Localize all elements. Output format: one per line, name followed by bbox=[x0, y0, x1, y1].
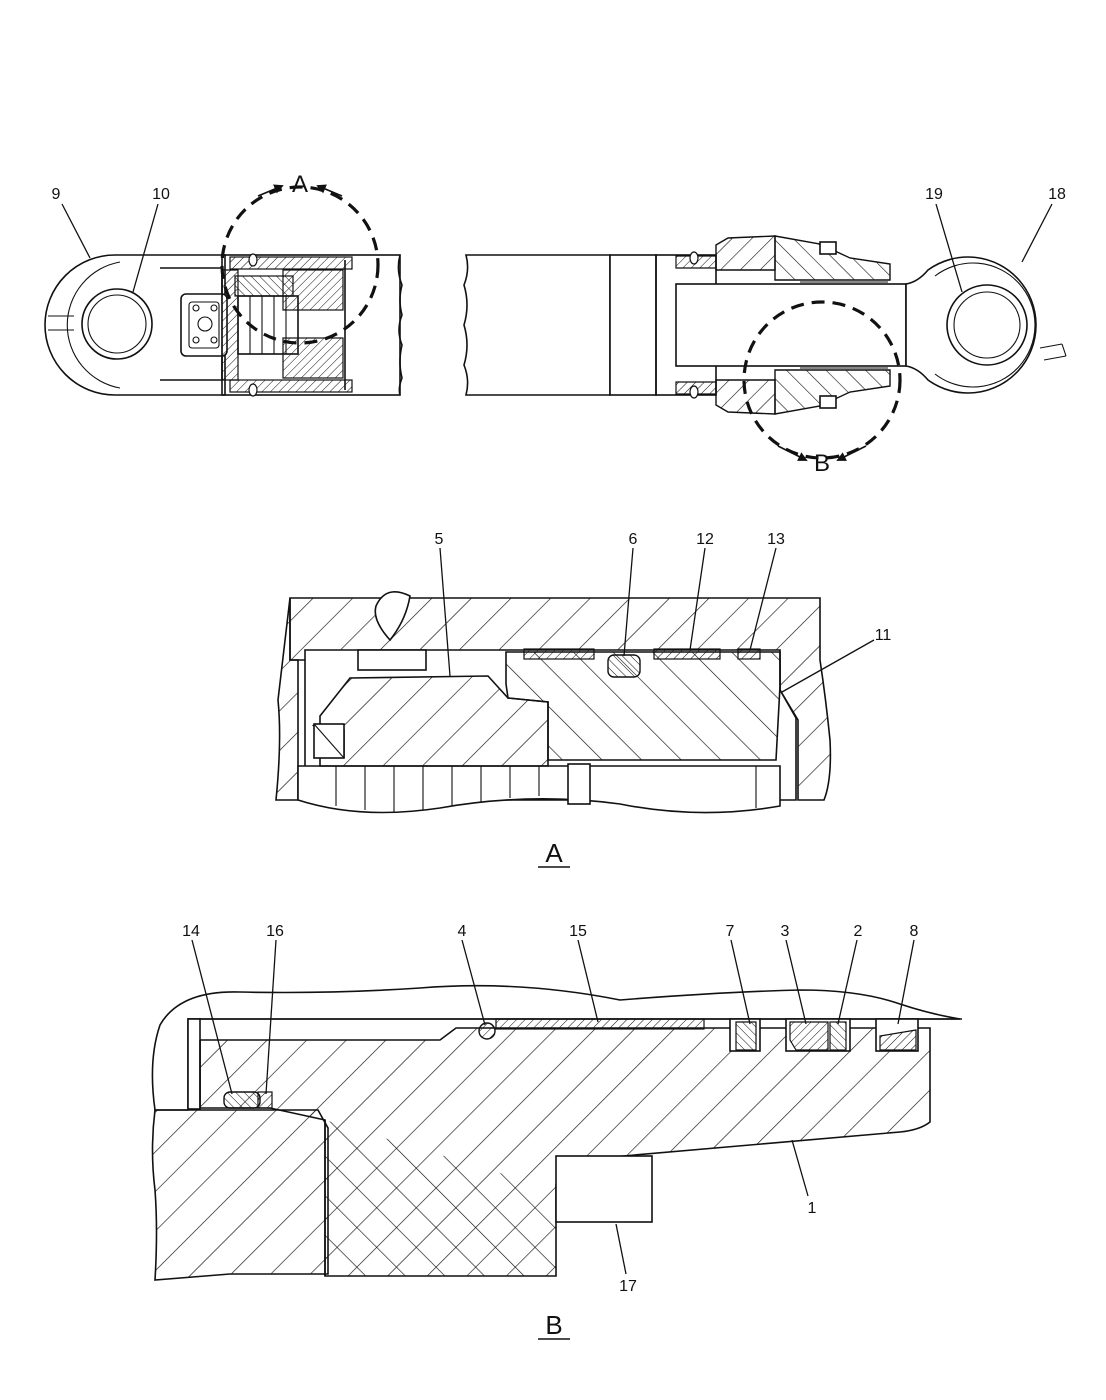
callout-13: 13 bbox=[767, 531, 785, 548]
detail-a-view: 5 6 12 13 11 A bbox=[275, 531, 892, 868]
detail-b-view: 14 16 4 15 7 3 2 8 1 17 B bbox=[151, 923, 962, 1340]
detail-b-marker: B bbox=[742, 300, 902, 477]
callout-3: 3 bbox=[781, 923, 790, 940]
callout-14: 14 bbox=[182, 923, 200, 940]
overview-assembly: A bbox=[44, 171, 1067, 477]
callout-10: 10 bbox=[152, 186, 170, 203]
left-barrel-section bbox=[221, 253, 403, 397]
detail-a-marker: A bbox=[220, 171, 380, 345]
right-barrel bbox=[463, 254, 657, 396]
detail-b-title: B bbox=[545, 1310, 562, 1340]
callout-18: 18 bbox=[1048, 186, 1066, 203]
callout-19: 19 bbox=[925, 186, 943, 203]
callout-9: 9 bbox=[52, 186, 61, 203]
callout-5: 5 bbox=[435, 531, 444, 548]
callout-7: 7 bbox=[726, 923, 735, 940]
right-rod-eye bbox=[905, 256, 1067, 394]
callout-16: 16 bbox=[266, 923, 284, 940]
callout-4: 4 bbox=[458, 923, 467, 940]
right-gland-section bbox=[655, 235, 907, 415]
detail-b-letter: B bbox=[814, 450, 830, 477]
callout-8: 8 bbox=[910, 923, 919, 940]
callout-15: 15 bbox=[569, 923, 587, 940]
callout-11: 11 bbox=[875, 627, 892, 644]
callout-1: 1 bbox=[808, 1200, 817, 1217]
callout-12: 12 bbox=[696, 531, 714, 548]
left-rod-eye bbox=[44, 254, 228, 396]
detail-a-title: A bbox=[545, 838, 563, 868]
detail-a-letter: A bbox=[292, 171, 308, 198]
callout-17: 17 bbox=[619, 1278, 637, 1295]
callout-2: 2 bbox=[854, 923, 863, 940]
callout-6: 6 bbox=[629, 531, 638, 548]
